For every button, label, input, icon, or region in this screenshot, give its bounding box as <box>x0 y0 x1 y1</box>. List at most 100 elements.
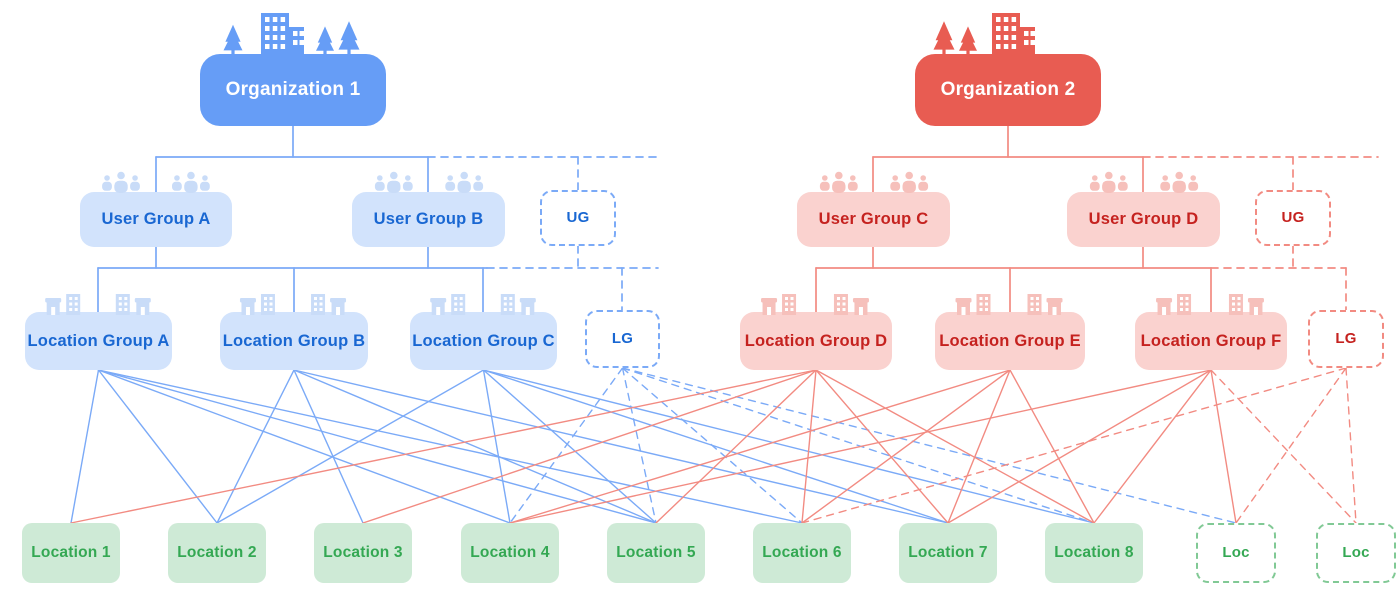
node-loc1: Location 1 <box>22 523 120 583</box>
loc5-label: Location 5 <box>616 544 696 562</box>
loc_p1-label: Loc <box>1222 543 1250 561</box>
loc_p2-label: Loc <box>1342 543 1370 561</box>
group-location-link <box>1009 369 1095 524</box>
user-group-people-icon <box>797 169 950 195</box>
group-location-link <box>97 369 511 524</box>
group-location-link <box>216 369 295 524</box>
group-location-link <box>293 369 364 524</box>
ug_c-label: User Group C <box>818 210 929 229</box>
node-ug_c: User Group C <box>797 171 950 247</box>
group-location-link <box>482 369 1095 524</box>
loc8-label: Location 8 <box>1054 544 1134 562</box>
ug_a-label: User Group A <box>101 210 211 229</box>
city-building-trees-icon <box>928 9 1088 57</box>
group-location-link <box>1235 367 1347 524</box>
lg_p1-label: LG <box>611 329 634 347</box>
node-loc3: Location 3 <box>314 523 412 583</box>
node-ug_d: User Group D <box>1067 171 1220 247</box>
lg_b-label: Location Group B <box>222 331 366 350</box>
node-ug_a: User Group A <box>80 171 232 247</box>
group-location-link <box>509 369 1011 524</box>
group-location-link <box>621 367 803 524</box>
group-location-link <box>70 369 100 524</box>
node-loc2: Location 2 <box>168 523 266 583</box>
user-group-people-icon <box>352 169 505 195</box>
node-lg_p1: LG <box>585 310 660 368</box>
group-location-link <box>947 369 1011 524</box>
org2-label: Organization 2 <box>940 78 1076 100</box>
node-loc7: Location 7 <box>899 523 997 583</box>
loc1-label: Location 1 <box>31 544 111 562</box>
node-ug_p2: UG <box>1255 190 1331 246</box>
group-location-link <box>1210 369 1357 524</box>
group-location-link <box>655 369 817 524</box>
lg_d-label: Location Group D <box>744 331 888 350</box>
node-lg_b: Location Group B <box>220 294 368 370</box>
group-location-link <box>216 369 485 524</box>
lg_c-label: Location Group C <box>412 331 555 350</box>
group-location-link <box>815 369 949 524</box>
node-loc_p1: Loc <box>1196 523 1276 583</box>
group-location-link <box>293 369 949 524</box>
group-location-link <box>1210 369 1237 524</box>
ug_d-label: User Group D <box>1088 210 1199 229</box>
group-location-link <box>621 367 657 524</box>
ug_p1-label: UG <box>566 208 590 226</box>
node-loc_p2: Loc <box>1316 523 1396 583</box>
lg_p2-label: LG <box>1335 329 1357 347</box>
loc2-label: Location 2 <box>177 544 257 562</box>
node-org2: Organization 2 <box>915 13 1101 126</box>
lg_a-label: Location Group A <box>27 331 170 350</box>
location-group-buildings-icon <box>935 289 1085 315</box>
group-location-link <box>362 369 817 524</box>
group-location-link <box>815 369 1095 524</box>
node-loc6: Location 6 <box>753 523 851 583</box>
lg_e-label: Location Group E <box>939 331 1081 350</box>
loc4-label: Location 4 <box>470 544 550 562</box>
group-location-link <box>97 369 803 524</box>
location-group-buildings-icon <box>1135 289 1287 315</box>
loc3-label: Location 3 <box>323 544 403 562</box>
group-location-link <box>482 369 949 524</box>
node-ug_b: User Group B <box>352 171 505 247</box>
lg_f-label: Location Group F <box>1140 331 1282 350</box>
node-lg_d: Location Group D <box>740 294 892 370</box>
node-lg_e: Location Group E <box>935 294 1085 370</box>
node-org1: Organization 1 <box>200 13 386 126</box>
group-location-link <box>482 369 511 524</box>
group-location-link <box>509 367 624 524</box>
user-group-people-icon <box>80 169 232 195</box>
location-group-buildings-icon <box>740 289 892 315</box>
group-location-link <box>801 369 817 524</box>
group-location-link <box>1093 369 1212 524</box>
node-loc8: Location 8 <box>1045 523 1143 583</box>
node-lg_p2: LG <box>1308 310 1384 368</box>
ug_p2-label: UG <box>1281 208 1305 226</box>
location-group-buildings-icon <box>220 289 368 315</box>
location-group-buildings-icon <box>25 289 172 315</box>
node-lg_c: Location Group C <box>410 294 557 370</box>
group-location-link <box>1345 367 1357 524</box>
loc6-label: Location 6 <box>762 544 842 562</box>
group-location-link <box>801 367 1347 524</box>
group-location-link <box>70 369 817 524</box>
org1-label: Organization 1 <box>225 78 361 100</box>
city-building-trees-icon <box>213 9 373 57</box>
node-ug_p1: UG <box>540 190 616 246</box>
group-location-link <box>509 369 1212 524</box>
node-loc5: Location 5 <box>607 523 705 583</box>
user-group-people-icon <box>1067 169 1220 195</box>
node-lg_f: Location Group F <box>1135 294 1287 370</box>
loc7-label: Location 7 <box>908 544 988 562</box>
group-location-link <box>801 369 1011 524</box>
group-location-link <box>97 369 218 524</box>
group-location-link <box>621 367 1237 524</box>
group-location-link <box>947 369 1212 524</box>
group-location-link <box>97 369 657 524</box>
node-lg_a: Location Group A <box>25 294 172 370</box>
node-loc4: Location 4 <box>461 523 559 583</box>
group-location-link <box>293 369 657 524</box>
location-group-buildings-icon <box>410 289 557 315</box>
